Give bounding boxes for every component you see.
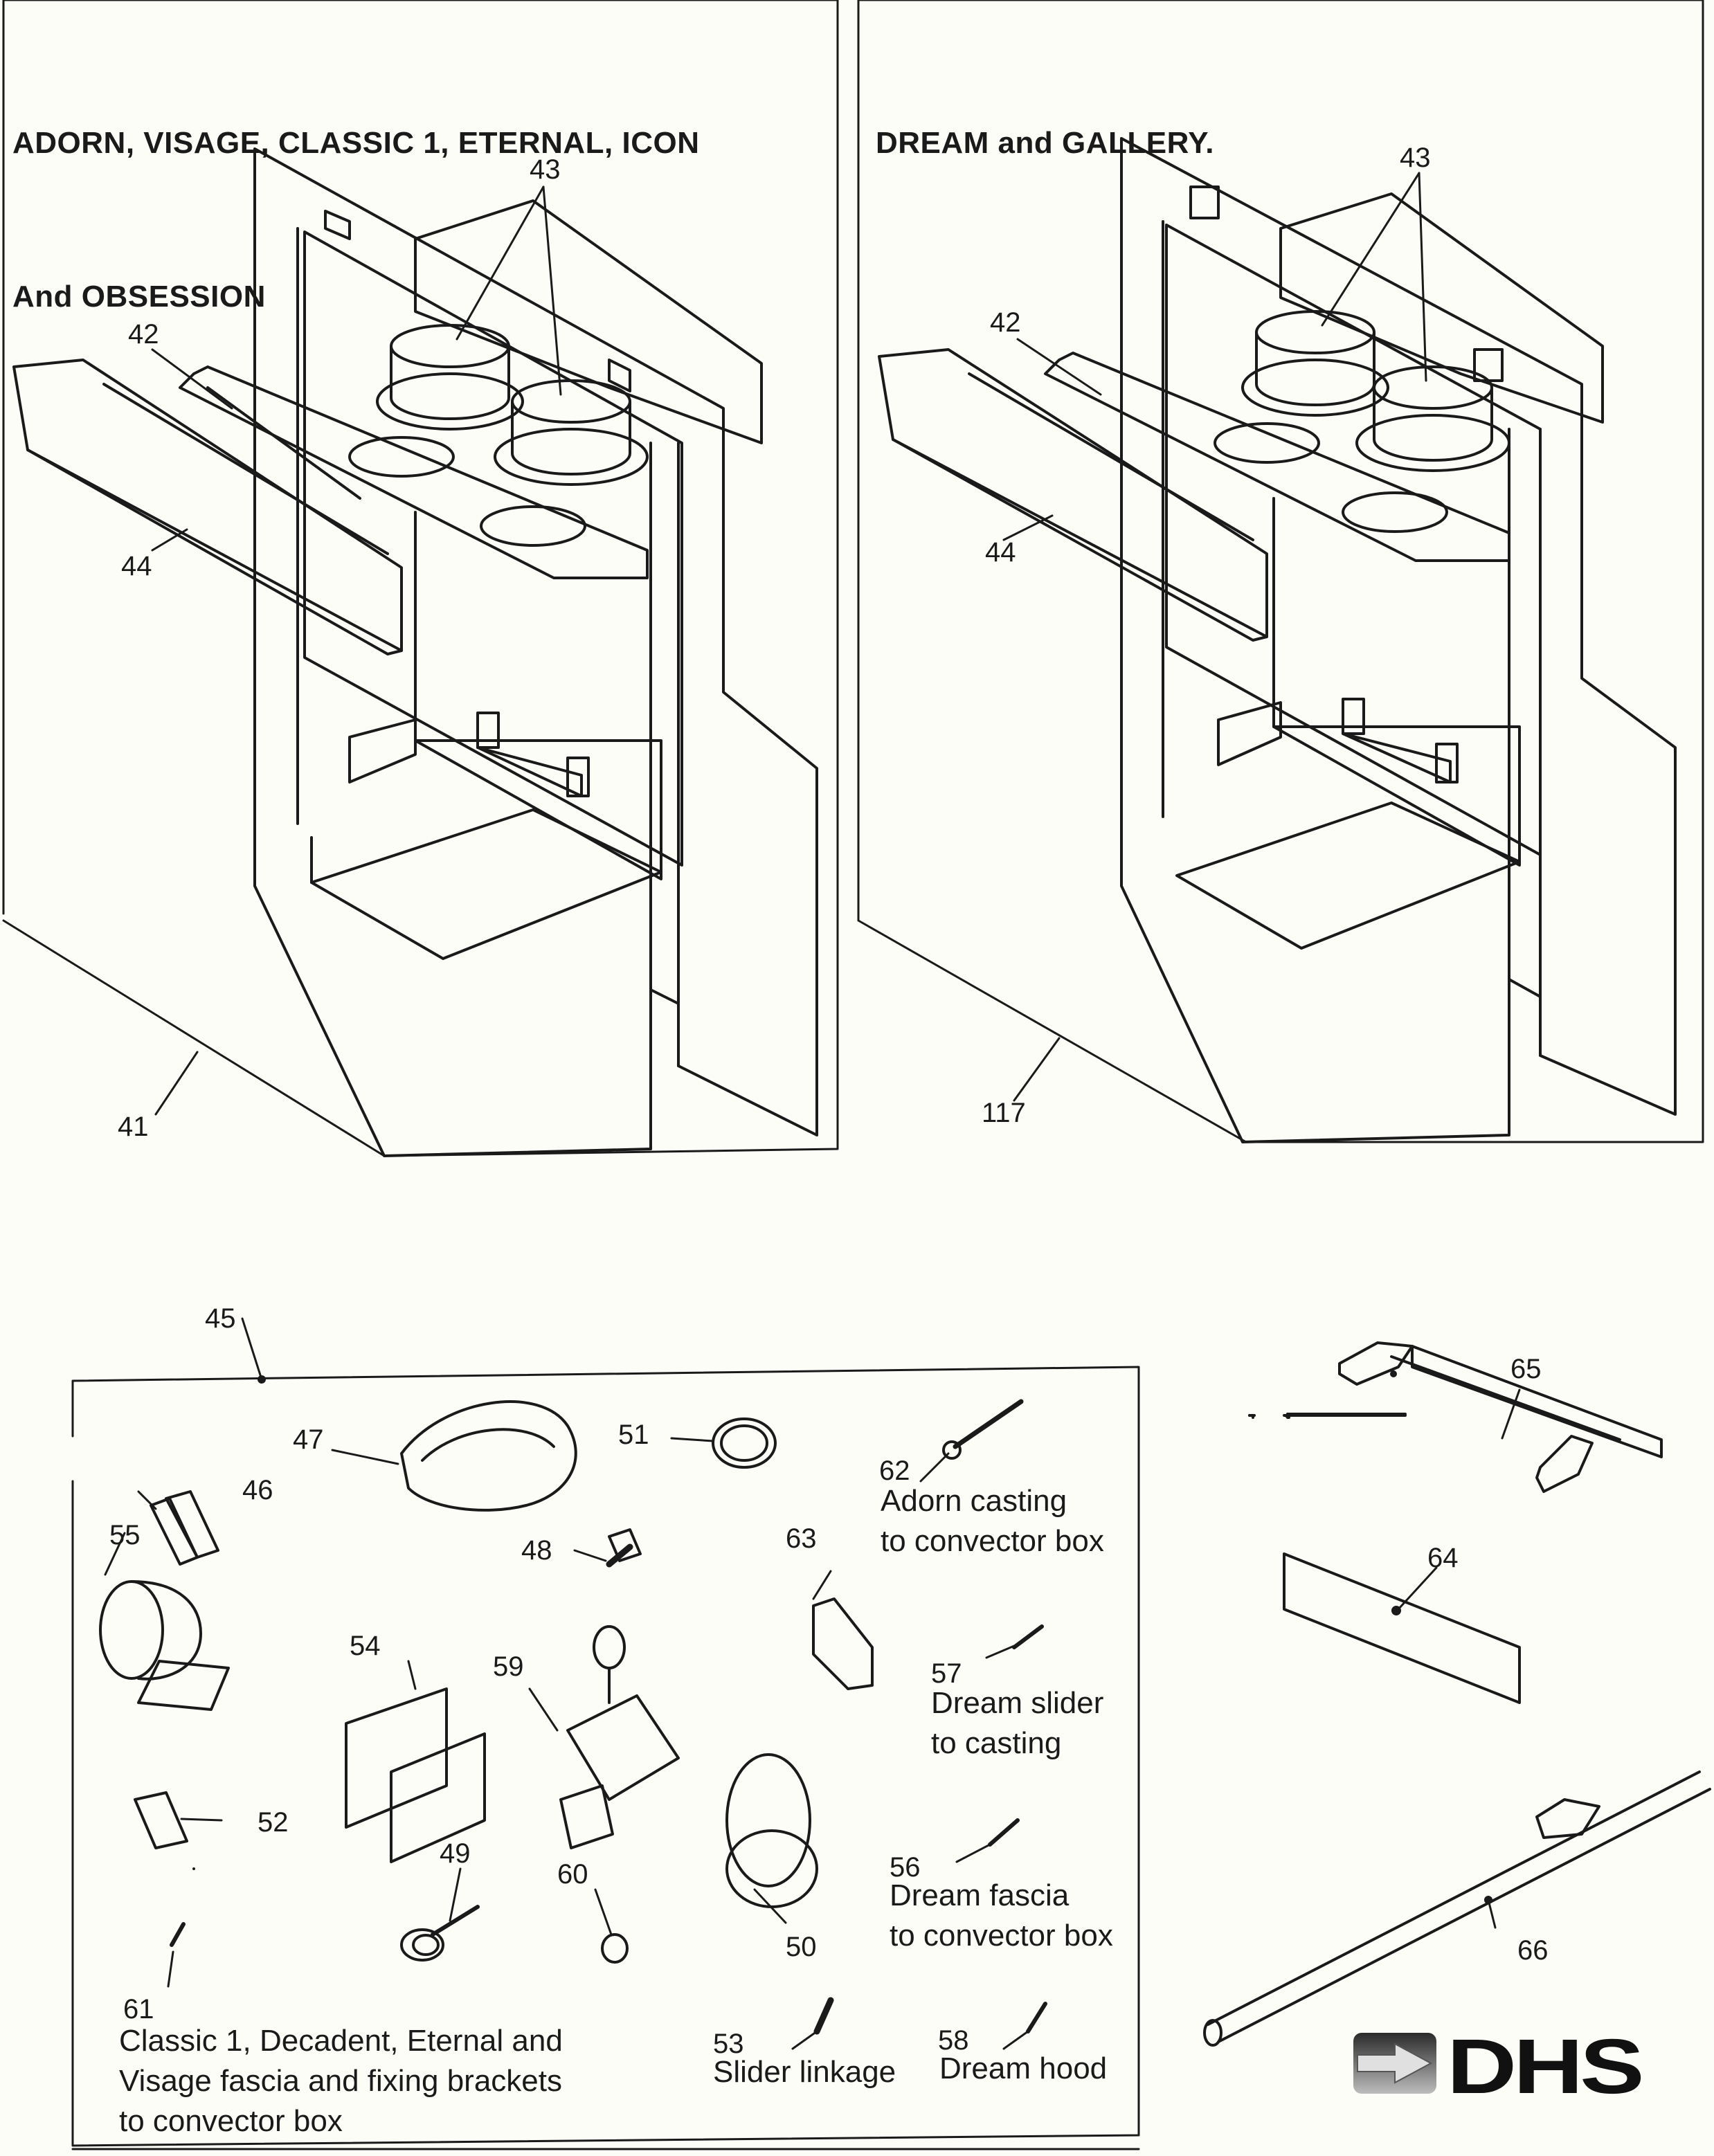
callout-54: 54 xyxy=(350,1631,381,1661)
callout-43-right: 43 xyxy=(1400,143,1431,173)
callout-42-right: 42 xyxy=(990,307,1021,338)
caption-53: Slider linkage xyxy=(713,2055,896,2089)
callout-117: 117 xyxy=(982,1098,1026,1128)
panel-title-left: ADORN, VISAGE, CLASSIC 1, ETERNAL, ICON … xyxy=(12,15,699,374)
callout-41: 41 xyxy=(118,1112,149,1142)
callout-45: 45 xyxy=(205,1303,236,1334)
callout-47: 47 xyxy=(293,1424,324,1455)
arrow-right-icon xyxy=(1353,2033,1436,2094)
callout-48: 48 xyxy=(521,1535,552,1566)
caption-57: Dream slider to casting xyxy=(931,1686,1104,1760)
callout-63: 63 xyxy=(786,1523,817,1554)
callout-46: 46 xyxy=(242,1475,273,1505)
callout-56: 56 xyxy=(890,1852,921,1883)
callout-55: 55 xyxy=(109,1520,141,1550)
callout-62: 62 xyxy=(879,1456,910,1486)
convector-box-left xyxy=(2,0,839,1157)
callout-52: 52 xyxy=(258,1807,289,1838)
callout-66: 66 xyxy=(1517,1935,1549,1966)
dhs-logo-text: DHS xyxy=(1447,2023,1645,2110)
caption-56: Dream fascia to convector box xyxy=(890,1878,1113,1953)
callout-43-left: 43 xyxy=(530,154,561,185)
callout-60: 60 xyxy=(557,1859,588,1890)
panel-title-right: DREAM and GALLERY. xyxy=(876,15,1214,220)
convector-box-right xyxy=(857,0,1704,1143)
panel-title-left-line-2: And OBSESSION xyxy=(12,280,266,314)
callout-53: 53 xyxy=(713,2029,744,2059)
panel-title-left-line-1: ADORN, VISAGE, CLASSIC 1, ETERNAL, ICON xyxy=(12,126,700,160)
callout-65: 65 xyxy=(1510,1354,1542,1384)
callout-42-left: 42 xyxy=(128,319,159,350)
callout-58: 58 xyxy=(938,2025,969,2056)
callout-51: 51 xyxy=(618,1420,649,1450)
callout-50: 50 xyxy=(786,1932,817,1962)
callout-57: 57 xyxy=(931,1658,962,1689)
callout-44-right: 44 xyxy=(985,537,1016,568)
panel-title-right-line-1: DREAM and GALLERY. xyxy=(876,126,1214,160)
callout-61: 61 xyxy=(123,1994,154,2024)
caption-61: Classic 1, Decadent, Eternal and Visage … xyxy=(119,2024,563,2138)
callout-49: 49 xyxy=(440,1838,471,1869)
caption-62: Adorn casting to convector box xyxy=(881,1484,1104,1558)
caption-58: Dream hood xyxy=(939,2051,1108,2085)
callout-59: 59 xyxy=(493,1651,524,1682)
callout-64: 64 xyxy=(1427,1543,1459,1573)
kit-box xyxy=(71,1317,1140,2150)
loose-parts xyxy=(1203,1341,1711,2047)
dhs-logo: DHS xyxy=(1353,2023,1658,2110)
callout-44-left: 44 xyxy=(121,551,152,581)
